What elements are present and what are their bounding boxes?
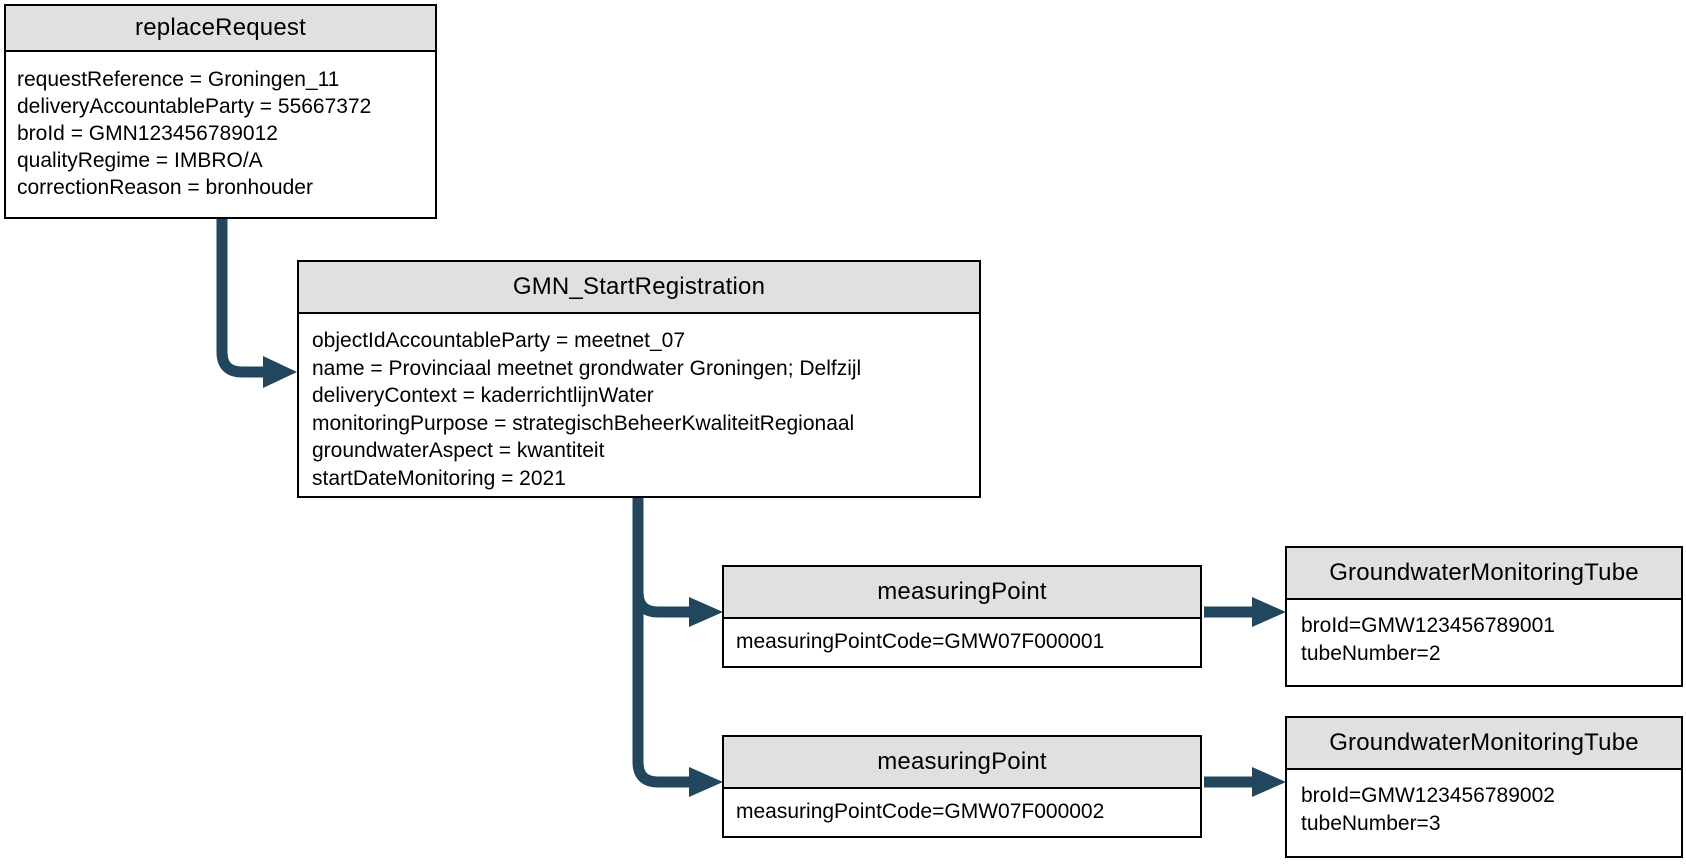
attribute-line: tubeNumber=3 bbox=[1301, 812, 1441, 835]
attribute-line: name = Provinciaal meetnet grondwater Gr… bbox=[312, 356, 862, 380]
box-attributes: objectIdAccountableParty = meetnet_07 na… bbox=[299, 314, 979, 492]
attribute-line: measuringPointCode=GMW07F000002 bbox=[736, 800, 1105, 823]
box-measuring-point-2: measuringPoint measuringPointCode=GMW07F… bbox=[722, 735, 1202, 838]
attribute-line: requestReference = Groningen_11 bbox=[17, 68, 340, 91]
attribute-line: broId = GMN123456789012 bbox=[17, 122, 278, 145]
attribute-line: deliveryContext = kaderrichtlijnWater bbox=[312, 384, 654, 407]
box-attributes: requestReference = Groningen_11 delivery… bbox=[6, 52, 435, 201]
box-title: GroundwaterMonitoringTube bbox=[1287, 718, 1681, 770]
box-title: GroundwaterMonitoringTube bbox=[1287, 548, 1681, 600]
attribute-line: broId=GMW123456789002 bbox=[1301, 784, 1555, 807]
attribute-line: startDateMonitoring = 2021 bbox=[312, 466, 566, 490]
box-title: replaceRequest bbox=[6, 6, 435, 52]
arrowhead-icon bbox=[263, 356, 297, 388]
connector-replacerequest-to-gmn bbox=[216, 218, 297, 388]
box-groundwater-monitoring-tube-2: GroundwaterMonitoringTube broId=GMW12345… bbox=[1285, 716, 1683, 858]
arrowhead-icon bbox=[1252, 597, 1286, 627]
attribute-line: qualityRegime = IMBRO/A bbox=[17, 149, 263, 172]
arrowhead-icon bbox=[689, 597, 723, 627]
box-gmn-start-registration: GMN_StartRegistration objectIdAccountabl… bbox=[297, 260, 981, 498]
connector-measuringpoint1-to-tube1 bbox=[1204, 597, 1286, 627]
attribute-line: tubeNumber=2 bbox=[1301, 642, 1441, 665]
box-title: GMN_StartRegistration bbox=[299, 262, 979, 314]
attribute-line: groundwaterAspect = kwantiteit bbox=[312, 439, 605, 462]
attribute-line: broId=GMW123456789001 bbox=[1301, 614, 1555, 637]
connector-measuringpoint2-to-tube2 bbox=[1204, 767, 1286, 797]
arrowhead-icon bbox=[1252, 767, 1286, 797]
connector-gmn-to-measuringpoint-1 bbox=[632, 496, 723, 627]
box-title: measuringPoint bbox=[724, 737, 1200, 789]
attribute-line: monitoringPurpose = strategischBeheerKwa… bbox=[312, 411, 855, 435]
connector-gmn-to-measuringpoint-2 bbox=[632, 496, 723, 797]
attribute-line: correctionReason = bronhouder bbox=[17, 176, 313, 199]
box-measuring-point-1: measuringPoint measuringPointCode=GMW07F… bbox=[722, 565, 1202, 668]
attribute-line: measuringPointCode=GMW07F000001 bbox=[736, 630, 1105, 653]
box-replace-request: replaceRequest requestReference = Gronin… bbox=[4, 4, 437, 219]
box-title: measuringPoint bbox=[724, 567, 1200, 619]
box-groundwater-monitoring-tube-1: GroundwaterMonitoringTube broId=GMW12345… bbox=[1285, 546, 1683, 687]
box-attributes: measuringPointCode=GMW07F000001 bbox=[724, 619, 1200, 656]
attribute-line: deliveryAccountableParty = 55667372 bbox=[17, 95, 372, 118]
box-attributes: measuringPointCode=GMW07F000002 bbox=[724, 789, 1200, 826]
attribute-line: objectIdAccountableParty = meetnet_07 bbox=[312, 329, 685, 352]
box-attributes: broId=GMW123456789001 tubeNumber=2 bbox=[1287, 600, 1681, 668]
arrowhead-icon bbox=[689, 767, 723, 797]
box-attributes: broId=GMW123456789002 tubeNumber=3 bbox=[1287, 770, 1681, 838]
